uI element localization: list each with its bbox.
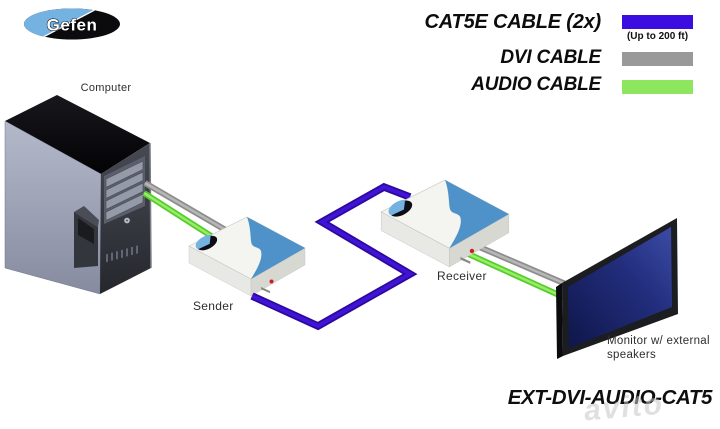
monitor (556, 218, 678, 359)
legend-note-cat5e: (Up to 200 ft) (626, 31, 689, 42)
monitor-label: Monitor w/ external speakers (607, 335, 710, 361)
dvi-cable-computer-sender (143, 180, 231, 235)
legend-label-audio: AUDIO CABLE (471, 74, 601, 95)
audio-cable-computer-sender (142, 190, 221, 244)
legend-label-cat5e: CAT5E CABLE (2x) (424, 11, 602, 33)
dvi-cable-receiver-monitor (468, 240, 577, 291)
cat5e-cable (250, 182, 418, 331)
computer-tower (4, 95, 152, 295)
vent-slits (106, 245, 138, 262)
receiver-label: Receiver (437, 269, 487, 283)
audio-cable-receiver-monitor (462, 249, 572, 303)
gefen-logo-text: Gefen (47, 16, 98, 35)
gefen-logo: Gefen (20, 5, 125, 43)
legend-swatch-dvi (622, 52, 693, 66)
legend-swatch-cat5e (622, 15, 693, 29)
legend-label-dvi: DVI CABLE (500, 47, 601, 68)
sender-device (188, 216, 306, 297)
sender-label: Sender (193, 299, 234, 313)
product-model: EXT-DVI-AUDIO-CAT5 (507, 386, 713, 409)
monitor-screen (568, 227, 672, 348)
computer-label: Computer (80, 82, 132, 94)
legend-swatch-audio (622, 80, 693, 94)
